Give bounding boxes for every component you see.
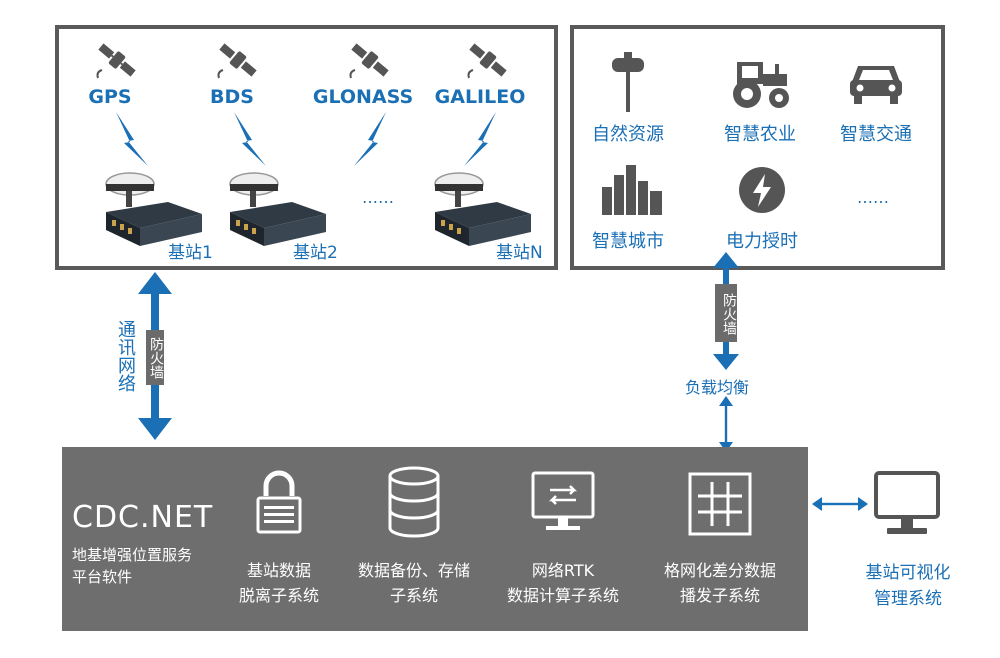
station-ellipsis: …… [362, 188, 394, 207]
app-label-natural-resources: 自然资源 [592, 124, 664, 145]
horizontal-bidirectional-arrow [812, 497, 868, 511]
satellite-icon [349, 43, 389, 79]
subsystem-4-label: 格网化差分数据 播发子系统 [630, 558, 810, 608]
rtk-monitor-icon [531, 471, 595, 530]
subsystem-1-line1: 基站数据 [246, 561, 311, 580]
subsystem-3-line1: 网络RTK [531, 561, 595, 580]
tractor-icon [733, 62, 789, 108]
desktop-monitor-icon [874, 471, 940, 534]
grid-icon [688, 472, 752, 536]
database-icon [388, 466, 440, 538]
monitor-label-line2: 管理系统 [874, 589, 942, 609]
satellite-icon [96, 43, 136, 79]
subsystem-3-label: 网络RTK 数据计算子系统 [473, 558, 653, 608]
base-station-icon [434, 172, 531, 246]
network-label: 通讯网络 [115, 320, 136, 392]
subsystem-2-line2: 子系统 [389, 586, 438, 605]
signal-bolt-icon [354, 112, 386, 166]
station-label-2: 基站2 [293, 243, 338, 263]
satellite-label-gps: GPS [88, 86, 132, 108]
thin-bidirectional-arrow [719, 396, 733, 452]
platform-subtitle-line2: 平台软件 [72, 568, 133, 586]
firewall-tag-left: 防火墙 [146, 330, 164, 385]
signal-bolt-icon [116, 112, 148, 166]
base-station-icon [105, 172, 202, 246]
subsystem-2-label: 数据备份、存储 子系统 [324, 558, 504, 608]
satellite-label-glonass: GLONASS [312, 86, 414, 108]
platform-panel [62, 447, 808, 631]
signal-bolt-icon [234, 112, 266, 166]
satellite-label-galileo: GALILEO [434, 86, 526, 108]
station-label-n: 基站N [496, 243, 543, 263]
app-label-power-timing: 电力授时 [726, 231, 798, 252]
platform-subtitle-line1: 地基增强位置服务 [72, 546, 193, 564]
platform-name: CDC.NET [72, 500, 214, 535]
satellite-label-bds: BDS [210, 86, 254, 108]
subsystem-4-line1: 格网化差分数据 [663, 561, 776, 580]
load-balance-label: 负载均衡 [685, 378, 750, 397]
app-label-smart-transport: 智慧交通 [840, 124, 912, 145]
base-station-icon [229, 172, 326, 246]
signal-bolt-icon [464, 112, 496, 166]
monitor-label-line1: 基站可视化 [865, 563, 951, 583]
subsystem-2-line1: 数据备份、存储 [357, 561, 470, 580]
subsystem-1-label: 基站数据 脱离子系统 [189, 558, 369, 608]
car-icon [850, 66, 902, 104]
lightning-power-icon [739, 167, 785, 213]
monitor-label: 基站可视化 管理系统 [843, 560, 973, 612]
app-label-smart-city: 智慧城市 [592, 231, 664, 252]
city-skyline-icon [602, 165, 662, 215]
lock-icon [256, 470, 302, 534]
satellite-icon [217, 43, 257, 79]
subsystem-1-line2: 脱离子系统 [238, 586, 319, 605]
subsystem-3-line2: 数据计算子系统 [506, 586, 619, 605]
app-ellipsis: …… [857, 188, 889, 207]
subsystem-4-line2: 播发子系统 [679, 586, 760, 605]
station-label-1: 基站1 [168, 243, 213, 263]
satellite-icon [467, 43, 507, 79]
firewall-tag-right: 防火墙 [715, 284, 737, 342]
app-label-smart-agriculture: 智慧农业 [724, 124, 796, 145]
surveying-receiver-icon [612, 52, 644, 112]
